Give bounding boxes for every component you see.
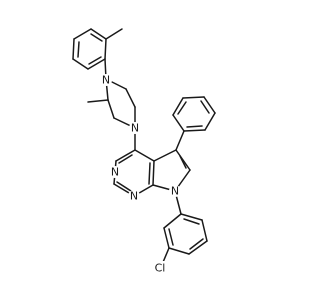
n-label: N (130, 190, 138, 203)
n-piperazine-bottom: N (129, 122, 141, 135)
molecule-canvas: N N N N N Cl (72, 28, 216, 275)
methyl-bond-tolyl (105, 28, 123, 40)
n-pyrimidine-bottom: N (128, 190, 140, 203)
molecule-structure: N N N N N Cl (72, 28, 216, 275)
n-pyrimidine-left: N (109, 166, 121, 179)
n-label: N (111, 166, 119, 179)
phenyl-ring (172, 96, 216, 132)
n-label: N (102, 74, 110, 87)
n-pyrrole: N (169, 185, 181, 198)
piperazine-ring (87, 78, 136, 129)
n-label: N (131, 122, 139, 135)
atom-labels: N N N N N Cl (100, 74, 181, 275)
n-piperazine-top: N (100, 74, 112, 87)
n-label: N (171, 185, 179, 198)
cl-atom: Cl (150, 261, 170, 275)
tolyl-ring (72, 28, 123, 70)
methyl-bond-piperazine (87, 99, 109, 103)
chlorophenyl-ring (160, 213, 208, 268)
bonds (72, 28, 216, 268)
phenyl-attach-bond (175, 130, 185, 151)
cl-label: Cl (155, 262, 166, 275)
